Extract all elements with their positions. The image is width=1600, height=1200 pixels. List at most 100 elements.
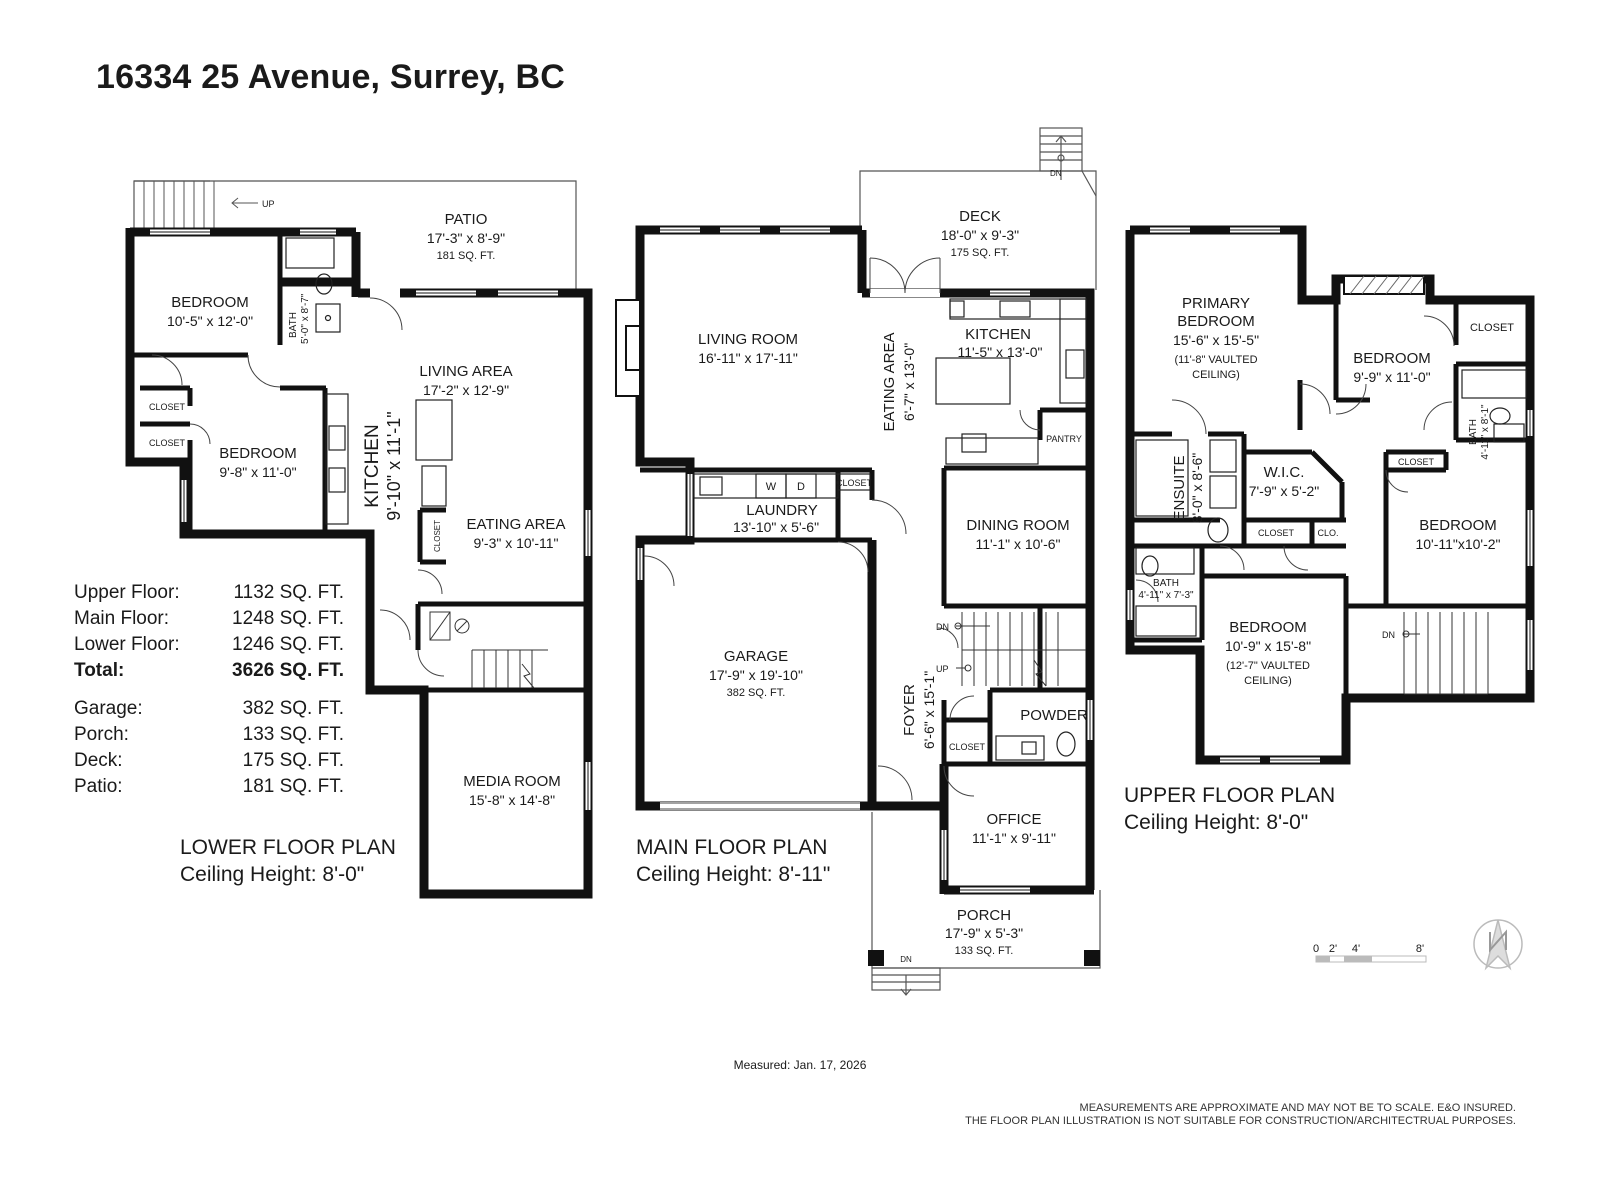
porch-dn-label: DN bbox=[900, 955, 912, 964]
washer-label: W bbox=[766, 481, 777, 493]
main-eating-area-dims: 6'-7" x 13'-0" bbox=[901, 343, 917, 421]
disclaimer: MEASUREMENTS ARE APPROXIMATE AND MAY NOT… bbox=[965, 1102, 1516, 1128]
bedroom-e-name: BEDROOM bbox=[1419, 517, 1497, 534]
primary-bedroom-name-1: PRIMARY bbox=[1182, 295, 1250, 312]
area-row-upper: Upper Floor: 1132 SQ. FT. bbox=[74, 580, 344, 606]
upper-exterior-walls bbox=[1125, 225, 1535, 765]
lower-closet-3: CLOSET bbox=[433, 520, 442, 552]
lower-living-area-name: LIVING AREA bbox=[419, 363, 512, 380]
patio-name: PATIO bbox=[445, 211, 488, 228]
main-floor-caption: MAIN FLOOR PLAN Ceiling Height: 8'-11" bbox=[636, 834, 830, 888]
deck-outline bbox=[859, 127, 1097, 290]
area-value: 181 SQ. FT. bbox=[242, 776, 344, 797]
main-door-swings bbox=[643, 409, 1041, 801]
lower-kitchen-name: KITCHEN bbox=[362, 424, 383, 507]
scale-bar: 0 2' 4' 8' bbox=[1313, 943, 1427, 963]
area-row-garage: Garage: 382 SQ. FT. bbox=[74, 696, 344, 722]
scale-label-2: 2' bbox=[1329, 943, 1337, 955]
area-row-lower: Lower Floor: 1246 SQ. FT. bbox=[74, 632, 344, 658]
main-living-room-name: LIVING ROOM bbox=[698, 331, 798, 348]
area-value: 3626 SQ. FT. bbox=[232, 660, 344, 681]
upper-floor-caption-title: UPPER FLOOR PLAN bbox=[1124, 784, 1336, 807]
area-label: Deck: bbox=[74, 750, 123, 771]
main-kitchen-fixtures bbox=[935, 298, 1087, 465]
garage-door bbox=[660, 802, 860, 810]
area-row-porch: Porch: 133 SQ. FT. bbox=[74, 722, 344, 748]
lower-up-label: UP bbox=[262, 199, 275, 209]
lower-kitchen-counter bbox=[325, 393, 453, 525]
porch-posts bbox=[868, 950, 1100, 966]
area-row-deck: Deck: 175 SQ. FT. bbox=[74, 748, 344, 774]
wic-dims: 7'-9" x 5'-2" bbox=[1249, 483, 1320, 499]
lower-bath-name: BATH bbox=[288, 312, 299, 338]
primary-bedroom-note-2: CEILING) bbox=[1192, 369, 1240, 381]
porch-outline bbox=[871, 812, 1101, 996]
lower-stairs bbox=[429, 611, 548, 689]
deck-dims: 18'-0" x 9'-3" bbox=[941, 227, 1019, 243]
disclaimer-line-1: MEASUREMENTS ARE APPROXIMATE AND MAY NOT… bbox=[1079, 1102, 1516, 1114]
foyer-closet-label: CLOSET bbox=[949, 742, 986, 752]
lower-closet-2: CLOSET bbox=[149, 438, 186, 448]
dining-room-name: DINING ROOM bbox=[966, 517, 1069, 534]
patio-area: 181 SQ. FT. bbox=[437, 250, 496, 262]
primary-bedroom-dims: 15'-6" x 15'-5" bbox=[1173, 332, 1259, 348]
lower-bedroom1-dims: 10'-5" x 12'-0" bbox=[167, 313, 253, 329]
upper-floor-plan: PRIMARY BEDROOM 15'-6" x 15'-5" (11'-8" … bbox=[1125, 225, 1535, 765]
porch-dims: 17'-9" x 5'-3" bbox=[945, 925, 1023, 941]
disclaimer-line-2: THE FLOOR PLAN ILLUSTRATION IS NOT SUITA… bbox=[965, 1115, 1516, 1127]
patio-dims: 17'-3" x 8'-9" bbox=[427, 230, 505, 246]
lower-living-area-dims: 17'-2" x 12'-9" bbox=[423, 382, 509, 398]
laundry-closet-label: CLOSET bbox=[836, 478, 873, 488]
lower-kitchen-dims: 9'-10" x 11'-1" bbox=[384, 411, 404, 520]
main-eating-area-name: EATING AREA bbox=[881, 333, 898, 432]
wic-name: W.I.C. bbox=[1264, 464, 1305, 481]
clo-label: CLO. bbox=[1317, 528, 1338, 538]
area-label: Total: bbox=[74, 660, 125, 681]
main-floor-caption-title: MAIN FLOOR PLAN bbox=[636, 836, 828, 859]
pantry-label: PANTRY bbox=[1046, 434, 1082, 444]
ensuite-dims: 8'-0" x 8'-6" bbox=[1189, 453, 1205, 524]
foyer-name: FOYER bbox=[901, 684, 918, 736]
garage-name: GARAGE bbox=[724, 648, 788, 665]
main-kitchen-name: KITCHEN bbox=[965, 326, 1031, 343]
stairs-up-label: UP bbox=[936, 664, 949, 674]
main-floor-caption-ceiling: Ceiling Height: 8'-11" bbox=[636, 863, 831, 886]
lower-eating-area-dims: 9'-3" x 10'-11" bbox=[473, 535, 558, 551]
area-value: 382 SQ. FT. bbox=[242, 698, 344, 719]
bedroom-s-note-2: CEILING) bbox=[1244, 675, 1292, 687]
bedroom-s-note-1: (12'-7" VAULTED bbox=[1226, 660, 1310, 672]
upper-closet-ne: CLOSET bbox=[1470, 322, 1514, 334]
deck-name: DECK bbox=[959, 208, 1001, 225]
upper-door-swings bbox=[1135, 315, 1455, 603]
main-stairs bbox=[954, 612, 1086, 687]
upper-dn-label: DN bbox=[1382, 630, 1395, 640]
main-floor-plan: DECK 18'-0" x 9'-3" 175 SQ. FT. DN LIVIN… bbox=[615, 127, 1101, 996]
lower-interior-walls bbox=[130, 234, 588, 693]
garage-area: 382 SQ. FT. bbox=[727, 687, 786, 699]
laundry-fixtures bbox=[693, 473, 871, 499]
area-summary: Upper Floor: 1132 SQ. FT. Main Floor: 12… bbox=[74, 580, 344, 800]
ensuite-name: ENSUITE bbox=[1171, 455, 1188, 520]
fireplace bbox=[615, 299, 641, 397]
lower-bedroom1-name: BEDROOM bbox=[171, 294, 249, 311]
area-label: Main Floor: bbox=[74, 608, 170, 629]
lower-media-room-dims: 15'-8" x 14'-8" bbox=[469, 792, 555, 808]
upper-closet-w: CLOSET bbox=[1258, 528, 1295, 538]
lower-floor-caption-title: LOWER FLOOR PLAN bbox=[180, 836, 396, 859]
lower-bath-fixtures bbox=[285, 237, 341, 333]
scale-label-8: 8' bbox=[1416, 943, 1424, 955]
laundry-name: LAUNDRY bbox=[746, 502, 817, 519]
porch-area: 133 SQ. FT. bbox=[955, 945, 1014, 957]
powder-label: POWDER bbox=[1020, 707, 1088, 724]
lower-media-room-name: MEDIA ROOM bbox=[463, 773, 561, 790]
upper-interior-walls bbox=[1130, 300, 1530, 698]
area-label: Patio: bbox=[74, 776, 123, 797]
primary-bedroom-name-2: BEDROOM bbox=[1177, 313, 1255, 330]
deck-dn-label: DN bbox=[1050, 169, 1062, 178]
area-value: 1246 SQ. FT. bbox=[232, 634, 344, 655]
foyer-dims: 6'-6" x 15'-1" bbox=[921, 671, 937, 749]
upper-bath-fixtures bbox=[1135, 369, 1527, 637]
upper-floor-caption: UPPER FLOOR PLAN Ceiling Height: 8'-0" bbox=[1124, 782, 1335, 836]
lower-window-lines bbox=[150, 231, 589, 810]
powder-fixtures bbox=[995, 731, 1076, 761]
